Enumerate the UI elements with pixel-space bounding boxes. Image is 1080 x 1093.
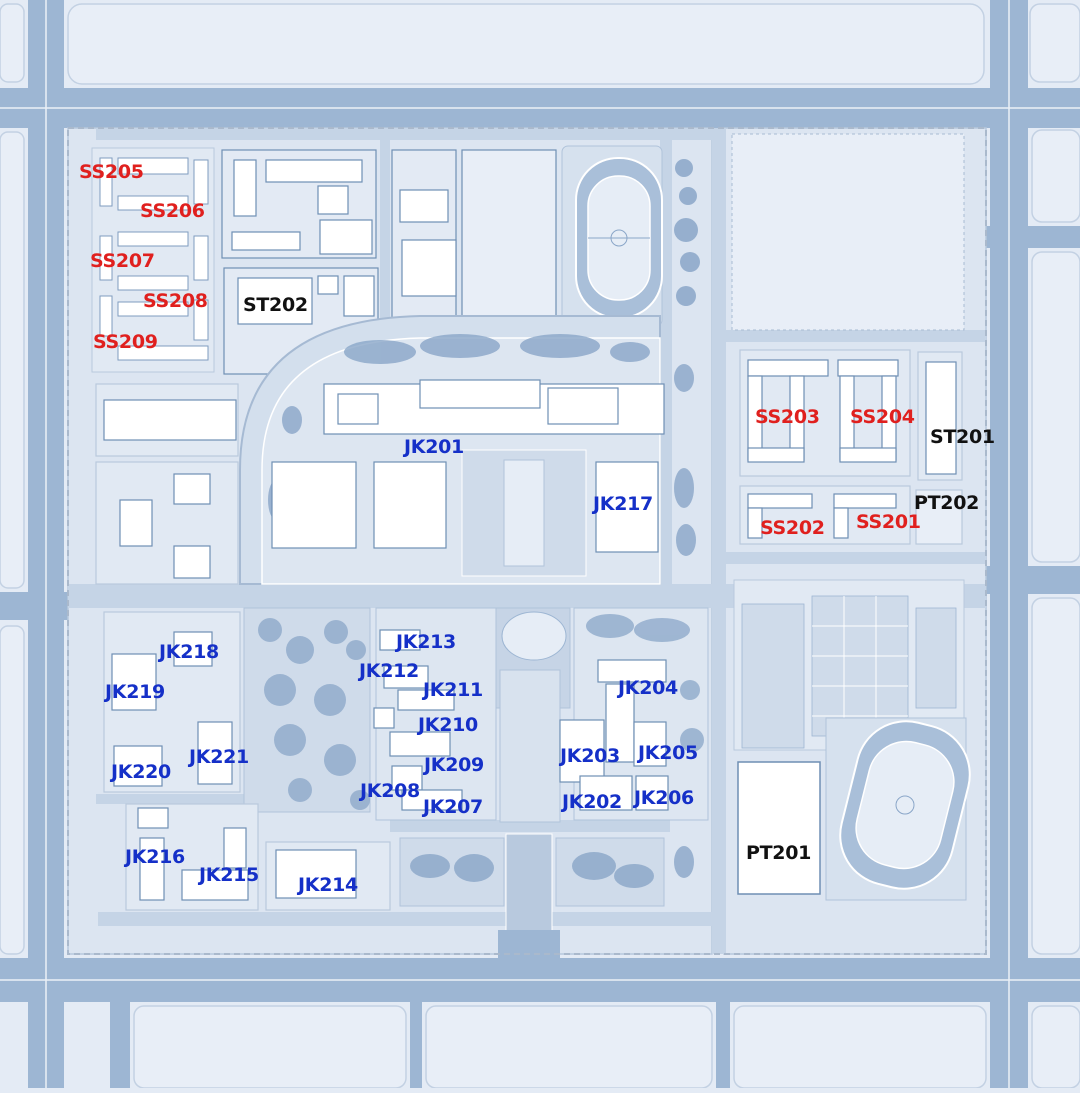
building-label-jk214: JK214	[298, 874, 358, 896]
building-label-jk204: JK204	[618, 677, 678, 699]
building-label-jk202: JK202	[562, 791, 622, 813]
west-middle-buildings	[95, 383, 239, 585]
building-label-ss204: SS204	[850, 406, 915, 428]
building-label-jk201: JK201	[404, 436, 464, 458]
building-label-jk203: JK203	[560, 745, 620, 767]
building-label-ss207: SS207	[90, 250, 155, 272]
south-entrance	[399, 833, 694, 958]
southwest-buildings	[103, 611, 391, 911]
northeast-field	[731, 133, 965, 331]
campus-boundary	[67, 127, 987, 955]
southeast-sports-area	[733, 579, 971, 901]
building-label-ss205: SS205	[79, 161, 144, 183]
building-label-st201: ST201	[930, 426, 995, 448]
building-label-jk210: JK210	[418, 714, 478, 736]
building-label-ss201: SS201	[856, 511, 921, 533]
building-label-jk208: JK208	[360, 780, 420, 802]
building-label-jk221: JK221	[189, 746, 249, 768]
building-label-jk220: JK220	[111, 761, 171, 783]
building-label-ss206: SS206	[140, 200, 205, 222]
building-label-jk213: JK213	[396, 631, 456, 653]
building-label-jk205: JK205	[638, 742, 698, 764]
east-dorm-buildings	[739, 349, 963, 545]
central-campus	[239, 315, 696, 585]
building-label-ss208: SS208	[143, 290, 208, 312]
building-label-ss203: SS203	[755, 406, 820, 428]
building-label-jk209: JK209	[424, 754, 484, 776]
building-label-jk211: JK211	[423, 679, 483, 701]
building-label-jk207: JK207	[423, 796, 483, 818]
building-label-jk215: JK215	[199, 864, 259, 886]
building-label-pt202: PT202	[914, 492, 980, 514]
building-label-jk217: JK217	[593, 493, 653, 515]
building-label-ss209: SS209	[93, 331, 158, 353]
building-label-jk218: JK218	[159, 641, 219, 663]
building-label-ss202: SS202	[760, 517, 825, 539]
north-middle-buildings	[391, 149, 557, 327]
building-label-jk206: JK206	[634, 787, 694, 809]
south-central-area	[243, 607, 709, 823]
northwest-dorm-block	[91, 147, 215, 373]
city-blocks	[0, 3, 1080, 1089]
north-sports-field	[561, 145, 663, 327]
building-label-jk216: JK216	[125, 846, 185, 868]
building-label-jk212: JK212	[359, 660, 419, 682]
campus-roads	[68, 128, 986, 954]
building-label-jk219: JK219	[105, 681, 165, 703]
building-label-pt201: PT201	[746, 842, 812, 864]
tree-cluster	[674, 159, 700, 306]
building-label-st202: ST202	[243, 294, 308, 316]
